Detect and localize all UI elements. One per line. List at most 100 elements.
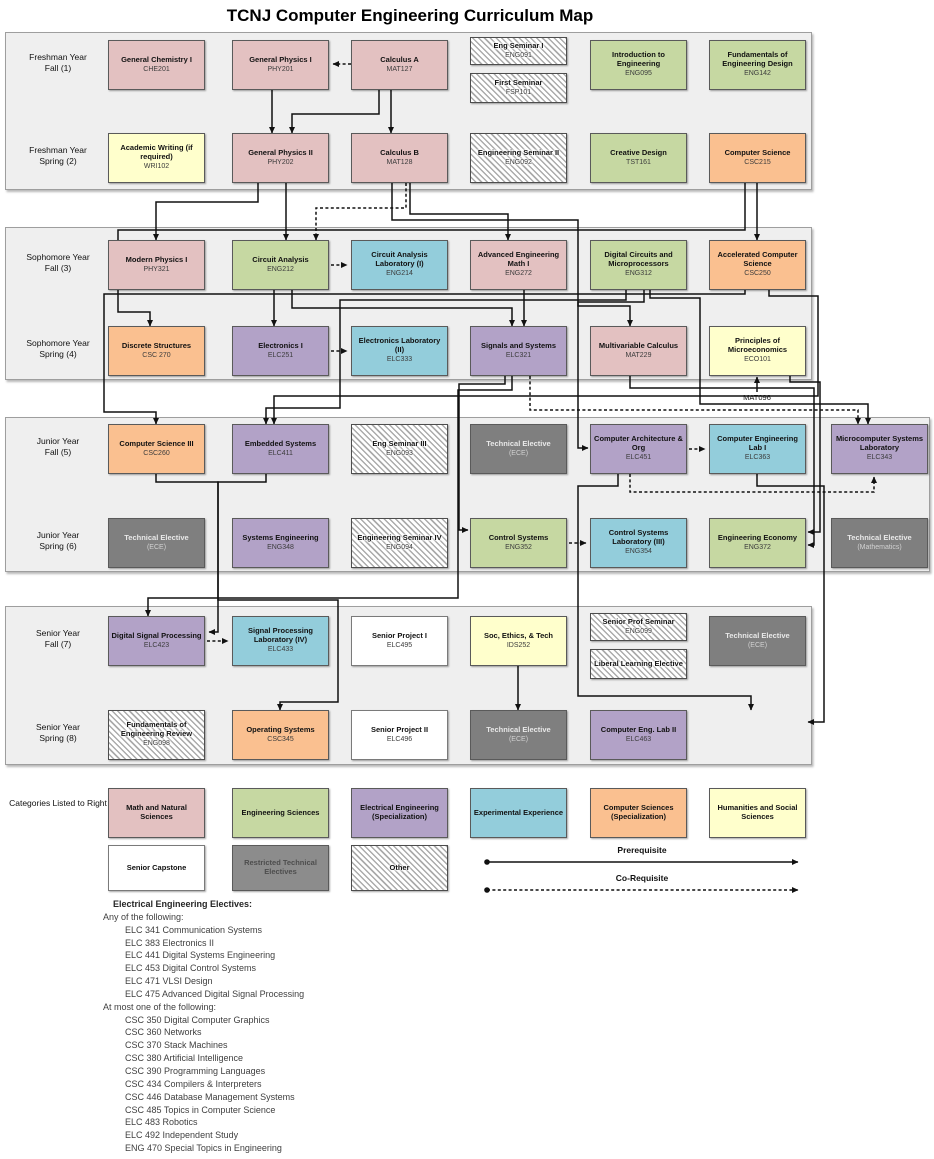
course-box-ece: Technical Elective(ECE) — [709, 616, 806, 666]
electives-line: CSC 350 Digital Computer Graphics — [125, 1014, 270, 1025]
electives-line: CSC 380 Artificial Intelligence — [125, 1053, 244, 1064]
course-code: ELC463 — [625, 735, 652, 743]
course-box-elc433: Signal Processing Laboratory (IV)ELC433 — [232, 616, 329, 666]
course-name: First Seminar — [494, 77, 543, 87]
course-code: ENG212 — [267, 265, 294, 273]
electives-line: ELC 475 Advanced Digital Signal Processi… — [125, 988, 305, 999]
course-code: ENG094 — [386, 543, 413, 551]
course-code: ENG092 — [505, 158, 532, 166]
course-name: Technical Elective — [486, 438, 551, 448]
legend-box-cap: Senior Capstone — [108, 845, 205, 891]
course-code: ELC495 — [386, 641, 413, 649]
legend-box-exp: Experimental Experience — [470, 788, 567, 838]
electives-line: CSC 360 Networks — [125, 1027, 202, 1038]
course-name: Introduction to Engineering — [612, 50, 665, 69]
row-label-line2: Fall (5) — [44, 447, 72, 458]
legend-line-start-dot — [484, 859, 490, 865]
course-name: Signals and Systems — [480, 340, 557, 350]
course-code: ECO101 — [744, 356, 771, 364]
legend-box-cs: Computer Sciences (Specialization) — [590, 788, 687, 838]
course-code: ENG214 — [386, 270, 413, 278]
course-code: ELC343 — [866, 454, 893, 462]
course-code: ELC363 — [744, 454, 771, 462]
course-code: ELC423 — [143, 641, 170, 649]
row-label-line1: Sophomore Year — [26, 338, 90, 348]
course-name: Computer Architecture & Org — [594, 434, 683, 453]
electives-line: CSC 390 Programming Languages — [125, 1065, 266, 1076]
legend-box-label: Computer Sciences (Specialization) — [603, 803, 674, 821]
course-code: CSC345 — [267, 735, 294, 743]
course-code: (ECE) — [146, 543, 167, 551]
course-box-elc333: Electronics Laboratory (II)ELC333 — [351, 326, 448, 376]
course-name: Computer Science — [724, 147, 791, 157]
course-name: Technical Elective — [725, 630, 790, 640]
course-box-ece: Technical Elective(ECE) — [470, 424, 567, 474]
course-code: ENG099 — [625, 627, 652, 635]
course-code: ELC333 — [386, 356, 413, 364]
course-code: MAT128 — [386, 158, 413, 166]
course-box-eng354: Control Systems Laboratory (III)ENG354 — [590, 518, 687, 568]
legend-line-start-dot — [484, 887, 490, 893]
row-label-line1: Junior Year — [36, 530, 80, 540]
course-name: Advanced Engineering Math I — [477, 250, 560, 269]
course-name: Multivariable Calculus — [598, 340, 679, 350]
course-code: ELC433 — [267, 646, 294, 654]
course-box-eng214: Circuit Analysis Laboratory (I)ENG214 — [351, 240, 448, 290]
course-code: (ECE) — [508, 735, 529, 743]
course-name: Principles of Microeconomics — [727, 336, 788, 355]
legend-box-label: Senior Capstone — [126, 862, 187, 872]
course-code: ENG348 — [267, 543, 294, 551]
course-box-ece: Technical Elective(ECE) — [108, 518, 205, 568]
course-name: Soc, Ethics, & Tech — [483, 630, 554, 640]
course-code: PHY321 — [143, 265, 170, 273]
course-name: Senior Project II — [370, 724, 429, 734]
course-code: ENG272 — [505, 270, 532, 278]
course-code: CHE201 — [143, 65, 170, 73]
mat096-label: MAT096 — [743, 393, 771, 402]
course-name: Computer Science III — [119, 438, 194, 448]
course-box-ece: Technical Elective(ECE) — [470, 710, 567, 760]
course-name: Circuit Analysis Laboratory (I) — [371, 250, 428, 269]
legend-box-label: Restricted Technical Electives — [244, 858, 317, 876]
legend-box-label: Other — [389, 862, 410, 872]
legend-box-rte-legend: Restricted Technical Electives — [232, 845, 329, 891]
course-code: ENG098 — [143, 740, 170, 748]
course-code: (ECE) — [747, 641, 768, 649]
course-code: CSC260 — [143, 449, 170, 457]
course-code: ENG312 — [625, 270, 652, 278]
row-label-line2: Fall (7) — [44, 639, 72, 650]
legend-box-label: Humanities and Social Sciences — [717, 803, 798, 821]
electives-line: CSC 485 Topics in Computer Science — [125, 1104, 276, 1115]
course-code: CSC215 — [744, 158, 771, 166]
electives-line: Electrical Engineering Electives: — [113, 899, 253, 909]
course-code: ENG091 — [505, 51, 532, 59]
course-name: Embedded Systems — [244, 438, 317, 448]
row-label-line1: Freshman Year — [29, 145, 87, 155]
course-code: CSC250 — [744, 270, 771, 278]
course-code: ENG142 — [744, 70, 771, 78]
row-label-line2: Spring (4) — [39, 349, 77, 360]
course-code: CSC 270 — [142, 351, 171, 359]
